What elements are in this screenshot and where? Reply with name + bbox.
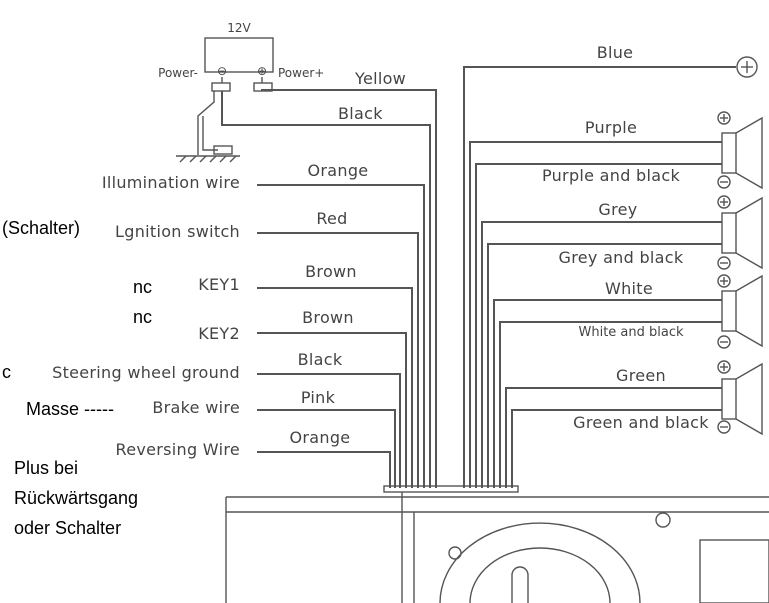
brake-color: Pink [301, 388, 336, 407]
steering-ground-wire [257, 373, 401, 488]
brake-wire [257, 409, 396, 488]
illumination-wire [257, 184, 425, 488]
negative-connector [211, 82, 231, 92]
minus-terminal-icon: ⊖ [217, 64, 227, 78]
illumination-label: Illumination wire [102, 173, 240, 192]
key1-label: KEY1 [198, 275, 240, 294]
ignition-wire [257, 232, 419, 488]
schalter-note: (Schalter) [2, 218, 80, 238]
speaker-icon [717, 195, 763, 270]
steering-ground-color: Black [298, 350, 343, 369]
grey-label: Grey [598, 200, 637, 219]
green-black-wire [511, 409, 722, 488]
ignition-color: Red [316, 209, 347, 228]
green-label: Green [616, 366, 666, 385]
blue-wire-label: Blue [597, 43, 634, 62]
wire-harness-connector [383, 485, 519, 493]
purple-black-label: Purple and black [542, 166, 681, 185]
left-wire-group: Illumination wire Lgnition switch KEY1 K… [52, 161, 425, 488]
key1-wire [257, 287, 413, 488]
mount-hole-icon [655, 512, 671, 528]
green-black-label: Green and black [573, 413, 709, 432]
white-label: White [605, 279, 653, 298]
plus-note-line2: Rückwärtsgang [14, 488, 138, 508]
mount-hole-icon [448, 546, 462, 560]
speaker-icon [717, 111, 763, 190]
nc-note-1: nc [133, 277, 152, 297]
yellow-wire [261, 89, 437, 488]
blue-plus-icon [736, 56, 758, 78]
annotations: (Schalter) nc nc c Masse ----- Plus bei … [2, 218, 152, 538]
head-unit [225, 485, 769, 603]
purple-label: Purple [585, 118, 637, 137]
purple-black-wire [475, 163, 722, 488]
battery: 12V Power- Power+ ⊖ ⊕ [158, 21, 324, 92]
speaker-group: Purple Purple and black Grey Grey and bl… [469, 111, 763, 488]
reversing-wire [257, 451, 391, 488]
black-wire [221, 91, 431, 488]
illumination-color: Orange [308, 161, 369, 180]
green-wire [505, 387, 722, 488]
grey-black-label: Grey and black [559, 248, 684, 267]
plus-note-line3: oder Schalter [14, 518, 121, 538]
grey-black-wire [487, 243, 722, 488]
key1-color: Brown [305, 262, 357, 281]
c-note: c [2, 362, 11, 382]
white-black-label: White and black [578, 325, 684, 340]
key2-label: KEY2 [198, 324, 240, 343]
brake-label: Brake wire [152, 398, 240, 417]
reversing-label: Reversing Wire [116, 440, 240, 459]
yellow-wire-label: Yellow [354, 69, 406, 88]
plus-terminal-icon: ⊕ [257, 64, 267, 78]
white-black-wire [499, 321, 722, 488]
battery-body [204, 37, 274, 73]
reversing-color: Orange [290, 428, 351, 447]
purple-wire [469, 141, 722, 488]
steering-ground-label: Steering wheel ground [52, 363, 240, 382]
battery-voltage: 12V [227, 21, 251, 35]
speaker-icon [717, 360, 763, 436]
ground-icon [176, 91, 240, 163]
masse-note: Masse ----- [26, 399, 114, 419]
key2-color: Brown [302, 308, 354, 327]
power-plus-label: Power+ [278, 66, 324, 80]
nc-note-2: nc [133, 307, 152, 327]
key2-wire [257, 332, 407, 488]
ignition-label: Lgnition switch [115, 222, 240, 241]
black-wire-label: Black [338, 104, 383, 123]
speaker-icon [717, 274, 763, 349]
white-wire [493, 299, 722, 488]
power-minus-label: Power- [158, 66, 198, 80]
grey-wire [481, 221, 722, 488]
blue-wire [463, 66, 736, 488]
plus-note-line1: Plus bei [14, 458, 78, 478]
